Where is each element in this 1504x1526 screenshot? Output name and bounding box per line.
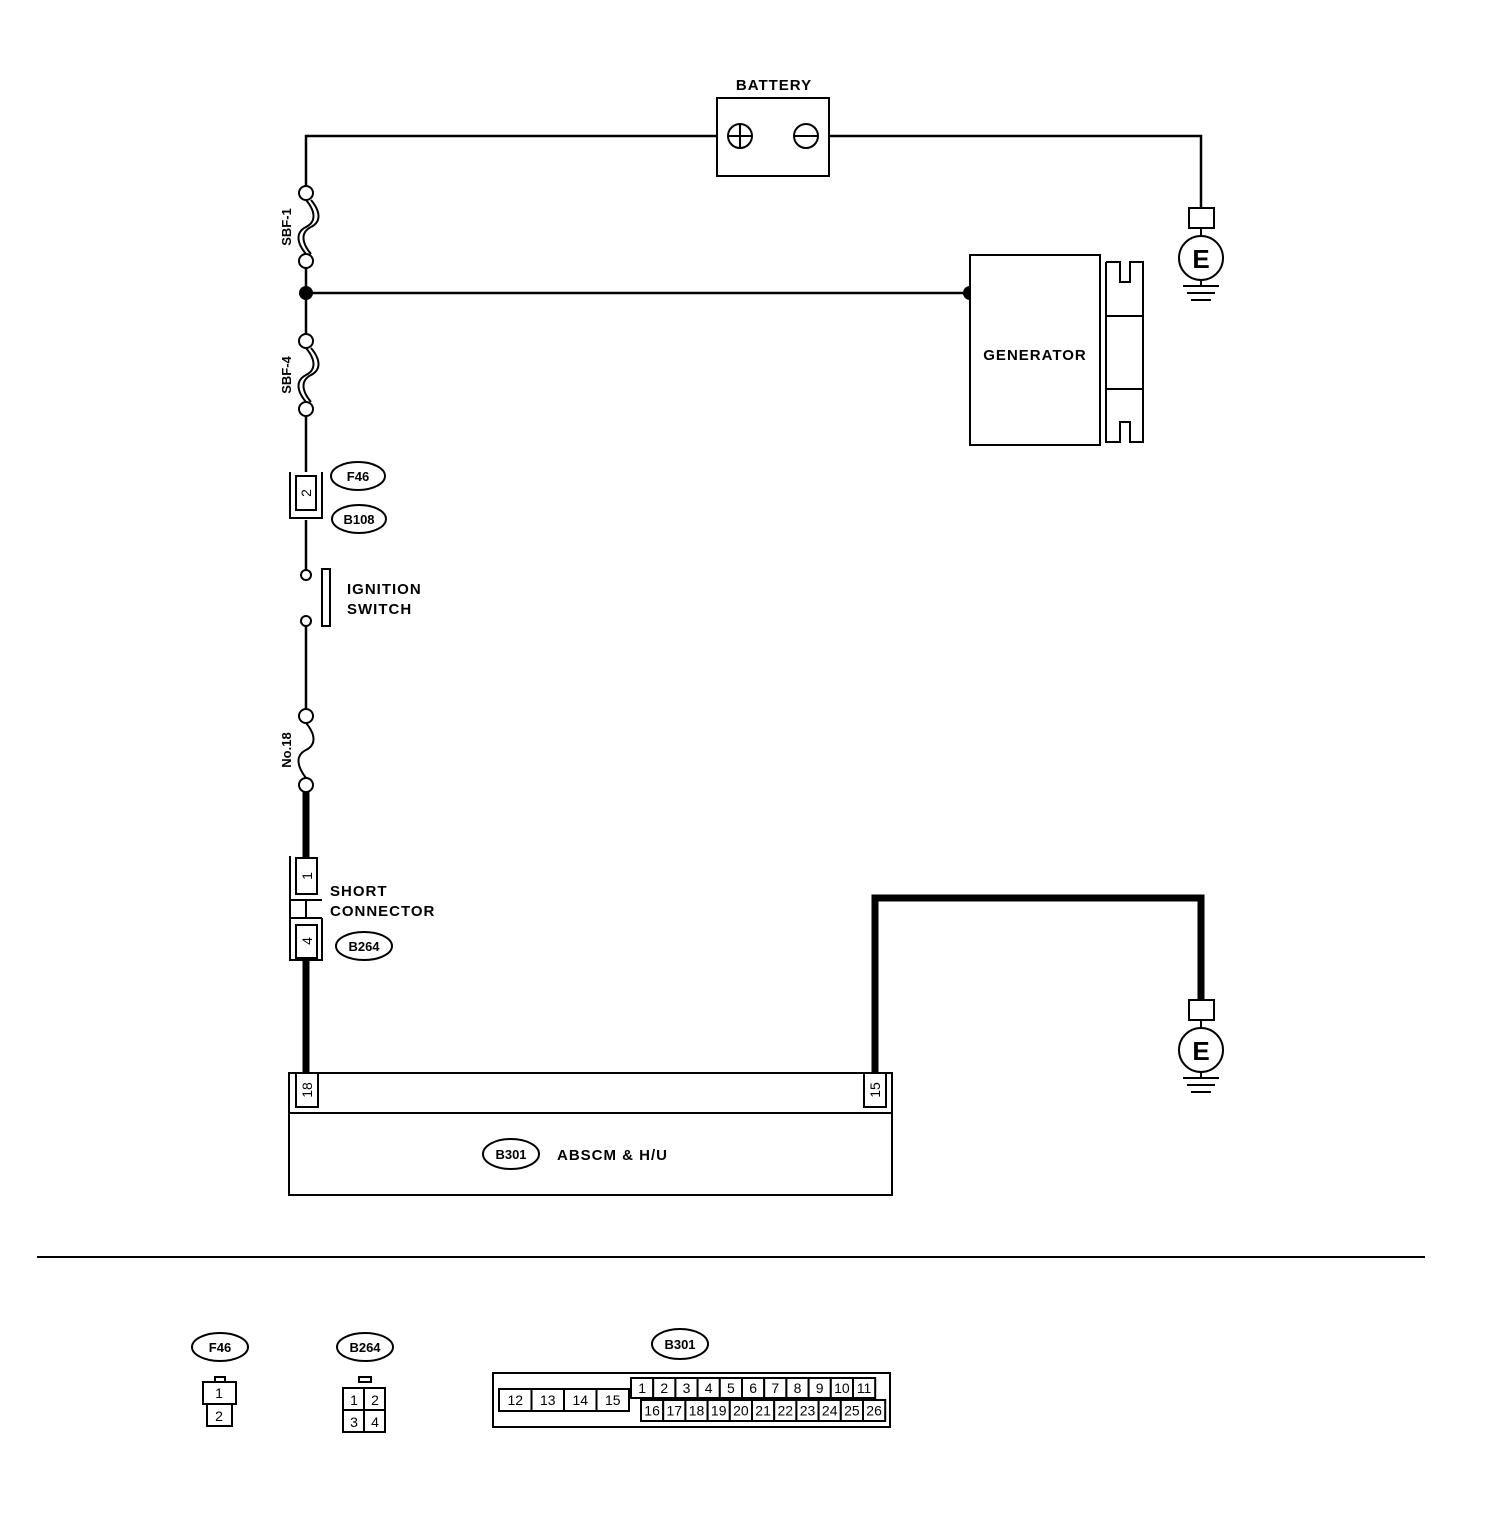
connector-tag-b301 <box>482 1138 540 1170</box>
pin-label: 5 <box>727 1380 735 1396</box>
connector-view-b264: B264 1 2 3 4 <box>336 1332 394 1433</box>
pin-label: 14 <box>572 1392 588 1408</box>
connector-view-f46-label: F46 <box>209 1340 231 1355</box>
connector-tag-b264-label: B264 <box>348 939 380 954</box>
wiring <box>302 134 1205 1073</box>
connector-view-f46: F46 1 2 <box>191 1332 249 1427</box>
abscm-body <box>288 1112 893 1196</box>
pin-label: 2 <box>215 1408 223 1424</box>
pin-label: 22 <box>778 1403 794 1419</box>
pin-label: 25 <box>844 1403 860 1419</box>
pin-label: 4 <box>705 1380 713 1396</box>
pin-label: 18 <box>299 1082 315 1098</box>
pin-label: 13 <box>540 1392 556 1408</box>
pin-label: 6 <box>749 1380 757 1396</box>
pin-label: 3 <box>683 1380 691 1396</box>
pin-label: 21 <box>755 1403 771 1419</box>
connector-tag-f46 <box>330 461 386 491</box>
generator-label: GENERATOR <box>983 347 1086 364</box>
battery-label: BATTERY <box>736 77 812 94</box>
ground-label: E <box>1192 1036 1209 1066</box>
pin-label: 8 <box>794 1380 802 1396</box>
connector-tag-b264 <box>335 931 393 961</box>
pin-label: 9 <box>816 1380 824 1396</box>
battery: BATTERY <box>716 77 830 177</box>
pin-label: 15 <box>605 1392 621 1408</box>
pin-label: 20 <box>733 1403 749 1419</box>
pin-label: 24 <box>822 1403 838 1419</box>
connector-view-b264-label: B264 <box>349 1340 381 1355</box>
pin-label: 12 <box>507 1392 523 1408</box>
short-connector-label-1: SHORT <box>330 883 388 900</box>
connector-tag-b108 <box>331 504 387 534</box>
ignition-switch-label-2: SWITCH <box>347 601 412 618</box>
pin-label: 1 <box>638 1380 646 1396</box>
pin-label: 10 <box>834 1380 850 1396</box>
pin-label: 19 <box>711 1403 727 1419</box>
abscm-unit: 18 15 B301 ABSCM & H/U <box>288 1072 893 1196</box>
b301-bottom-pin-row: 16 17 18 19 20 21 22 23 24 25 26 <box>640 1399 887 1422</box>
fuse-sbf4-label: SBF-4 <box>279 355 294 393</box>
pin-label: 2 <box>660 1380 668 1396</box>
generator-pulley-icon <box>1105 261 1144 443</box>
minus-terminal-icon <box>793 123 819 149</box>
wire-ground-abscm <box>871 894 1205 1073</box>
generator-body <box>969 254 1101 446</box>
pin-label: 15 <box>867 1082 883 1098</box>
fuse-sbf1-label: SBF-1 <box>279 208 294 246</box>
pin-label: 1 <box>350 1392 358 1408</box>
pin-label: 16 <box>644 1403 660 1419</box>
pin-label: 26 <box>866 1403 882 1419</box>
pin-label: 2 <box>371 1392 379 1408</box>
pin-label: 3 <box>350 1414 358 1430</box>
generator: GENERATOR <box>969 254 1144 446</box>
ground-label: E <box>1192 244 1209 274</box>
b301-left-pin-block: 12 13 14 15 <box>498 1388 630 1412</box>
connector-f46-b108: 2 F46 B108 <box>289 461 387 534</box>
wire-battery-positive <box>304 134 717 186</box>
plus-terminal-icon <box>727 123 753 149</box>
ignition-switch: IGNITION SWITCH <box>300 568 422 627</box>
connector-tag-f46-label: F46 <box>347 469 369 484</box>
ignition-switch-lever <box>321 568 331 627</box>
pin-label: 23 <box>800 1403 816 1419</box>
connector-tag-b108-label: B108 <box>343 512 374 527</box>
wire-battery-negative <box>829 134 1203 208</box>
ground-icon: E <box>1178 207 1224 301</box>
fuse-no18: No.18 <box>279 708 315 793</box>
ground-icon: E <box>1178 999 1224 1093</box>
pin-label: 1 <box>215 1385 223 1401</box>
junction-dot <box>299 286 313 300</box>
fuse-sbf4: SBF-4 <box>279 333 320 417</box>
connector-view-b301-label: B301 <box>664 1337 695 1352</box>
pin-cell <box>862 1399 887 1422</box>
pin-label: 1 <box>299 872 315 880</box>
pin-label: 17 <box>667 1403 683 1419</box>
pin-cell <box>595 1388 630 1412</box>
fuse-sbf1: SBF-1 <box>279 185 320 269</box>
pin-label: 18 <box>689 1403 705 1419</box>
connector-tag-b301-label: B301 <box>495 1147 526 1162</box>
short-connector-label-2: CONNECTOR <box>330 903 435 920</box>
pin-label: 7 <box>771 1380 779 1396</box>
fuse-no18-label: No.18 <box>279 732 294 767</box>
abscm-label: ABSCM & H/U <box>557 1147 668 1164</box>
pin-cell <box>852 1377 877 1399</box>
pin-label: 2 <box>298 489 314 497</box>
pin-label: 4 <box>299 937 315 945</box>
pin-label: 4 <box>371 1414 379 1430</box>
short-connector-b264: 1 4 SHORT CONNECTOR B264 <box>289 856 435 961</box>
pin-label: 11 <box>857 1380 872 1396</box>
ignition-switch-label-1: IGNITION <box>347 581 422 598</box>
abscm-connector-strip <box>288 1072 893 1114</box>
